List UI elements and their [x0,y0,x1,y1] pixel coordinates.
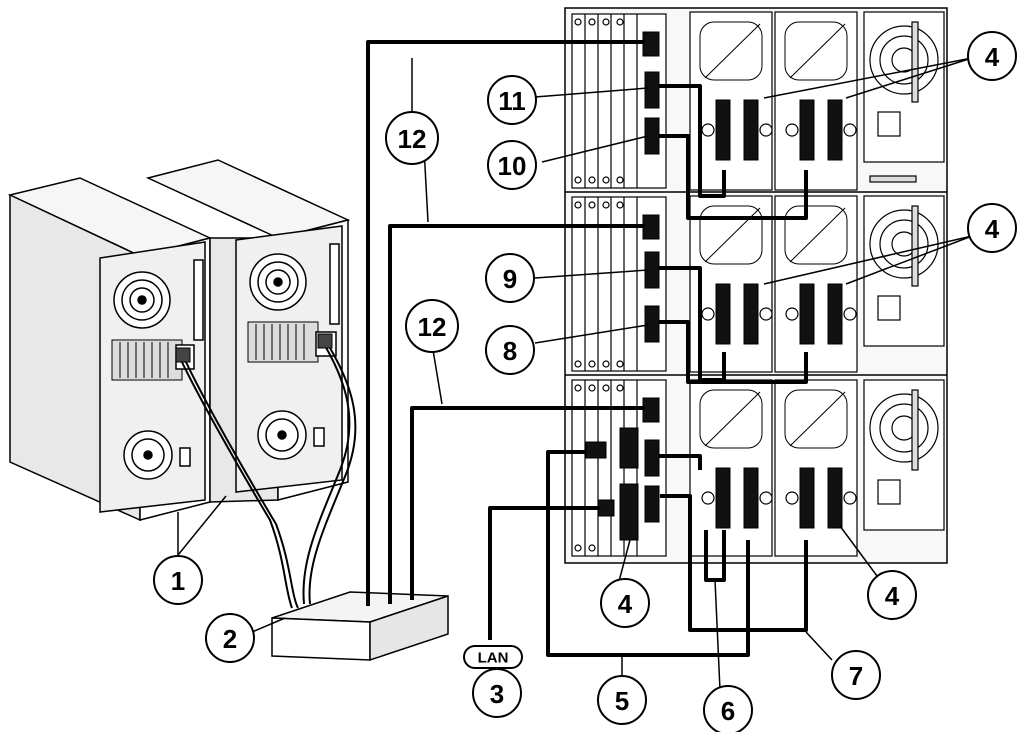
callout-12-bottom: 12 [418,312,447,342]
card-connectors [585,31,660,541]
callout-4-middle: 4 [985,214,1000,244]
callout-12-top: 12 [398,124,427,154]
cable-ethernet-top [366,40,645,606]
callout-10: 10 [498,151,527,181]
callout-5: 5 [615,686,629,716]
callout-11: 11 [498,86,526,116]
callout-6: 6 [721,696,735,726]
server-plugs [175,333,333,363]
callout-4-top: 4 [985,42,1000,72]
callouts [153,31,1017,732]
callout-7: 7 [849,661,863,691]
callout-3: 3 [490,679,504,709]
callout-labels: 1 2 3 4 4 4 4 5 6 7 8 9 10 11 12 12 [171,42,1000,726]
cable-ethernet-bottom [410,406,645,600]
cable-scsi-top-b [659,134,808,220]
callout-8: 8 [503,336,517,366]
lan-label: LAN [478,650,509,667]
cable-scsi-bot-a [659,454,702,470]
server-network-cables [179,343,357,609]
callout-2: 2 [223,624,237,654]
cable-scsi-mid-b [659,320,808,384]
cable-scsi-5 [546,450,750,657]
cable-scsi-top-a [659,84,726,198]
drive-port-circles [701,123,857,505]
callout-4-bottom-right: 4 [885,581,900,611]
callout-4-bottom-left: 4 [618,589,633,619]
server-left [7,177,213,522]
drive-ports [715,99,843,529]
cable-ethernet-middle [388,224,645,604]
lan-badge: LAN [463,645,523,669]
hub-switch [271,591,449,662]
cables [366,40,808,657]
cable-lan [488,506,600,640]
cable-scsi-7 [660,494,808,632]
callout-9: 9 [503,264,517,294]
power-supplies [863,11,945,531]
callout-1: 1 [171,566,185,596]
drive-vents [699,21,848,449]
